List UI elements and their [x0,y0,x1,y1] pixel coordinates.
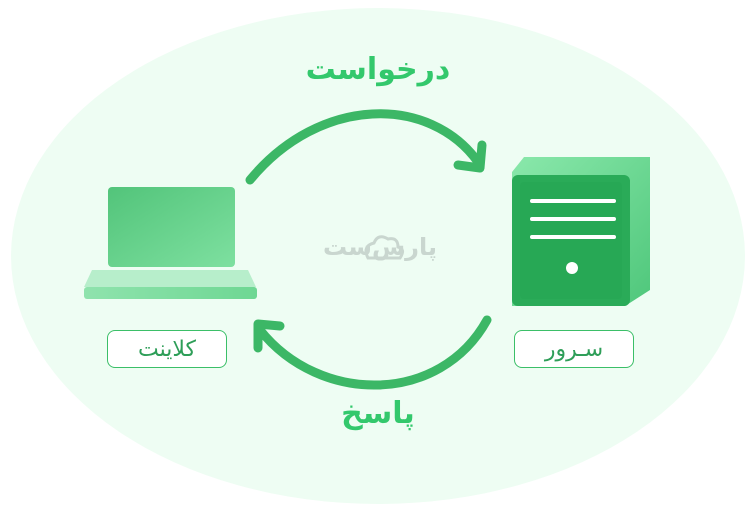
client-label: کلاینت [107,330,227,368]
request-arrow [245,109,483,185]
cloud-logo-icon [364,235,405,260]
server-icon [512,157,650,306]
request-arrowhead-icon [453,140,487,173]
background-ellipse [11,8,745,504]
request-label: درخواست [305,52,451,87]
watermark-text: پارس‌ست [323,233,437,261]
response-arrowhead-icon [253,319,285,353]
response-label: پاسخ [341,396,415,431]
response-arrow [255,315,492,390]
server-label: سـرور [514,330,634,368]
laptop-icon [84,187,257,299]
